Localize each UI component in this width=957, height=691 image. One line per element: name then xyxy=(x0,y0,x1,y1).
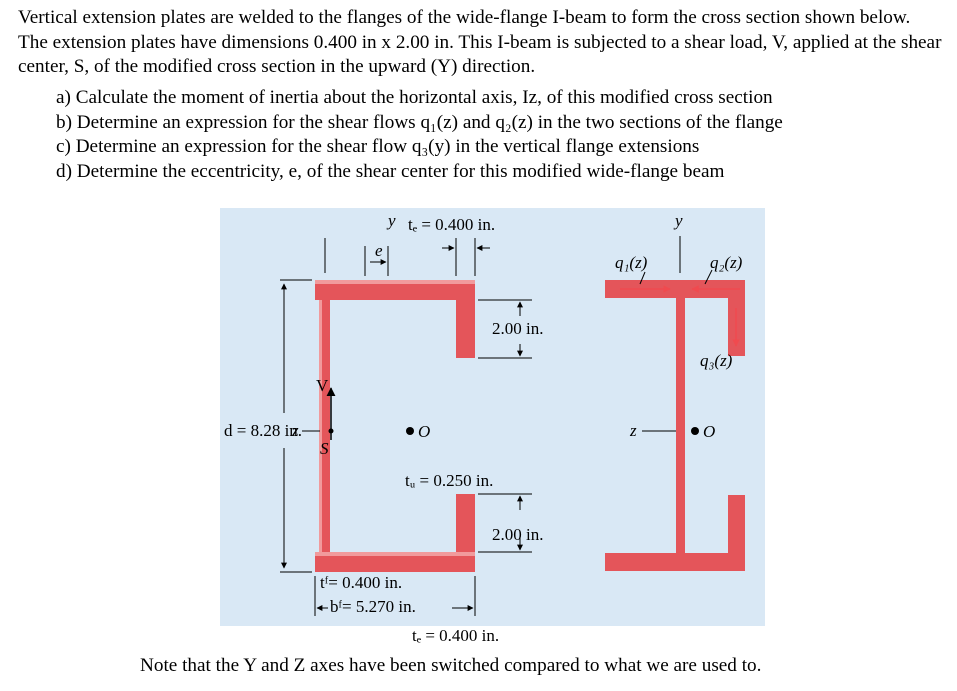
left-bottom-flange xyxy=(315,552,475,572)
right-web xyxy=(676,298,685,553)
right-annotations: y q₁(z) q₂(z) q₃(z) z O xyxy=(615,211,743,441)
left-top-extension xyxy=(456,300,475,358)
bf-label: bᶠ= 5.270 in. xyxy=(330,597,416,616)
centroid-marker-right xyxy=(691,427,699,435)
part-b: b) Determine an expression for the shear… xyxy=(56,111,783,133)
problem-parts: a) Calculate the moment of inertia about… xyxy=(56,86,946,184)
part-a: a) Calculate the moment of inertia about… xyxy=(56,87,773,108)
tf-label: tᶠ= 0.400 in. xyxy=(320,573,402,592)
v-label: V xyxy=(316,376,329,395)
o-label-left: O xyxy=(418,422,430,441)
left-web xyxy=(319,300,330,552)
left-top-flange xyxy=(315,280,475,300)
te-top-label: tₑ = 0.400 in. xyxy=(408,215,495,234)
centroid-marker-left xyxy=(406,427,414,435)
q3-label: q₃(z) xyxy=(700,351,733,370)
q1-label: q₁(z) xyxy=(615,253,648,272)
y-axis-label-right: y xyxy=(673,211,683,230)
problem-intro: Vertical extension plates are welded to … xyxy=(18,7,942,77)
te-bottom-label: tₑ = 0.400 in. xyxy=(412,626,499,645)
z-axis-label-left: z xyxy=(291,421,299,440)
s-label: S xyxy=(320,439,329,458)
left-dimensions: d = 8.28 in. z y e tₑ = 0.400 in. 2.00 xyxy=(224,211,543,645)
left-beam xyxy=(315,280,475,572)
shear-center-point xyxy=(328,428,334,434)
part-d: d) Determine the eccentricity, e, of the… xyxy=(56,160,725,182)
o-label-right: O xyxy=(703,422,715,441)
extension-top-label: 2.00 in. xyxy=(492,319,543,338)
left-bottom-extension xyxy=(456,494,475,552)
q2-label: q₂(z) xyxy=(710,253,743,272)
tw-label: tᵤ = 0.250 in. xyxy=(405,471,493,490)
right-top-flange xyxy=(605,280,745,298)
note: Note that the Y and Z axes have been swi… xyxy=(140,655,762,676)
extension-bottom-label: 2.00 in. xyxy=(492,525,543,544)
depth-label: d = 8.28 in. xyxy=(224,421,302,440)
part-c: c) Determine an expression for the shear… xyxy=(56,136,700,157)
z-axis-label-right: z xyxy=(629,421,637,440)
right-bottom-flange xyxy=(605,553,745,571)
y-axis-label-left: y xyxy=(386,211,396,230)
e-label: e xyxy=(375,241,383,260)
right-bottom-extension xyxy=(728,495,745,553)
cross-section-figure: d = 8.28 in. z y e tₑ = 0.400 in. 2.00 xyxy=(220,208,765,653)
